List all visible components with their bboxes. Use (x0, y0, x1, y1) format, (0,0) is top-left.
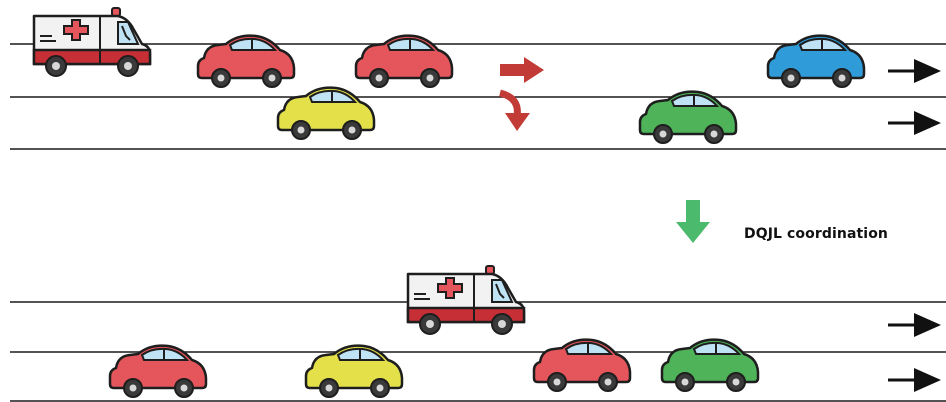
ambulance-icon (34, 8, 150, 76)
red-car-icon (110, 346, 206, 397)
green-car-icon (640, 92, 736, 143)
down-arrow-icon (676, 200, 710, 243)
maneuver-arrows (500, 57, 544, 131)
curved-down-arrow (500, 93, 530, 131)
vehicles-bottom (110, 266, 758, 397)
yellow-car-icon (278, 88, 374, 139)
ambulance-icon (408, 266, 524, 334)
red-car-icon (534, 340, 630, 391)
straight-right-arrow (500, 57, 544, 83)
yellow-car-icon (306, 346, 402, 397)
vehicles-top (34, 8, 864, 143)
green-car-icon (662, 340, 758, 391)
coordination-caption: DQJL coordination (744, 226, 888, 242)
